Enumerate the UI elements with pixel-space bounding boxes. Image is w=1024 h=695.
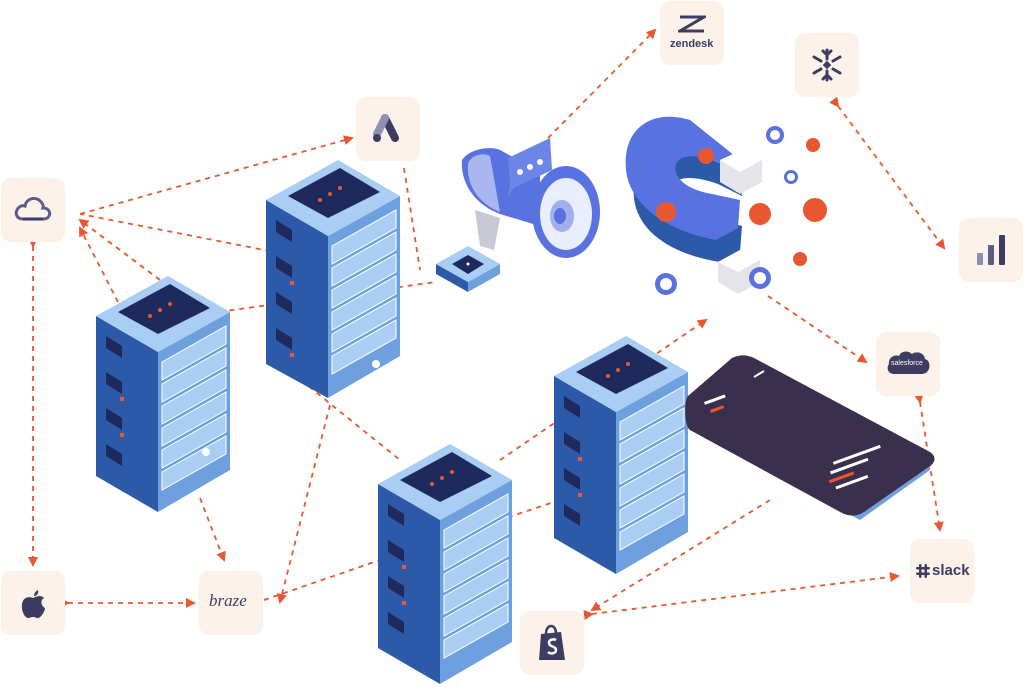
floating-customer-icons <box>655 126 827 295</box>
arrow-server1b-gcloud <box>78 218 161 281</box>
google-ads-icon <box>373 114 399 142</box>
arrow-megaphone-zendesk <box>547 28 657 139</box>
snowflake-node[interactable] <box>795 33 859 97</box>
analytics-node[interactable] <box>959 218 1023 282</box>
server-rack-2 <box>266 160 400 398</box>
server-rack-1 <box>96 276 230 512</box>
google-ads-node[interactable] <box>356 97 420 161</box>
snowflake-icon <box>812 48 842 82</box>
google-cloud-node[interactable] <box>1 178 65 242</box>
salesforce-cloud-icon <box>887 351 930 374</box>
arrow-braze-server3 <box>263 559 381 601</box>
apple-node[interactable] <box>1 571 65 635</box>
apple-icon <box>21 590 45 618</box>
arrow-ads-hub <box>403 167 421 271</box>
zendesk-label: zendesk <box>670 38 714 50</box>
megaphone-icon <box>461 138 600 258</box>
arrow-shopify-slack <box>583 572 900 620</box>
arrow-snowflake-chart <box>829 96 946 250</box>
arrow-gcloud-ads <box>79 135 354 215</box>
arrow-server1-gcloud <box>79 226 119 303</box>
server-rack-4 <box>554 336 688 574</box>
braze-label: braze <box>209 591 247 610</box>
arrow-hub-server3 <box>269 354 401 461</box>
shopify-node[interactable] <box>520 611 584 675</box>
arrow-magnet-salesforce <box>767 295 868 364</box>
zendesk-logo-icon <box>678 15 706 33</box>
smartphone-icon <box>685 355 935 520</box>
slack-logo-icon <box>916 564 930 578</box>
bar-chart-icon <box>977 235 1005 265</box>
hub-device <box>436 246 500 292</box>
slack-node[interactable]: slack <box>910 539 974 603</box>
shopify-bag-icon <box>539 624 565 660</box>
arrow-server2-gcloud <box>79 213 291 256</box>
zendesk-node[interactable]: zendesk <box>660 1 724 65</box>
magnet-icon <box>625 116 762 294</box>
google-cloud-icon <box>14 196 52 221</box>
slack-label: slack <box>932 562 970 579</box>
braze-node[interactable]: braze <box>199 571 263 635</box>
salesforce-node[interactable]: salesforce <box>876 332 940 396</box>
arrow-phone-shopify <box>590 499 771 612</box>
arrow-server1-braze <box>199 497 226 562</box>
arrow-server2-braze <box>277 404 331 604</box>
server-rack-3 <box>378 444 512 684</box>
